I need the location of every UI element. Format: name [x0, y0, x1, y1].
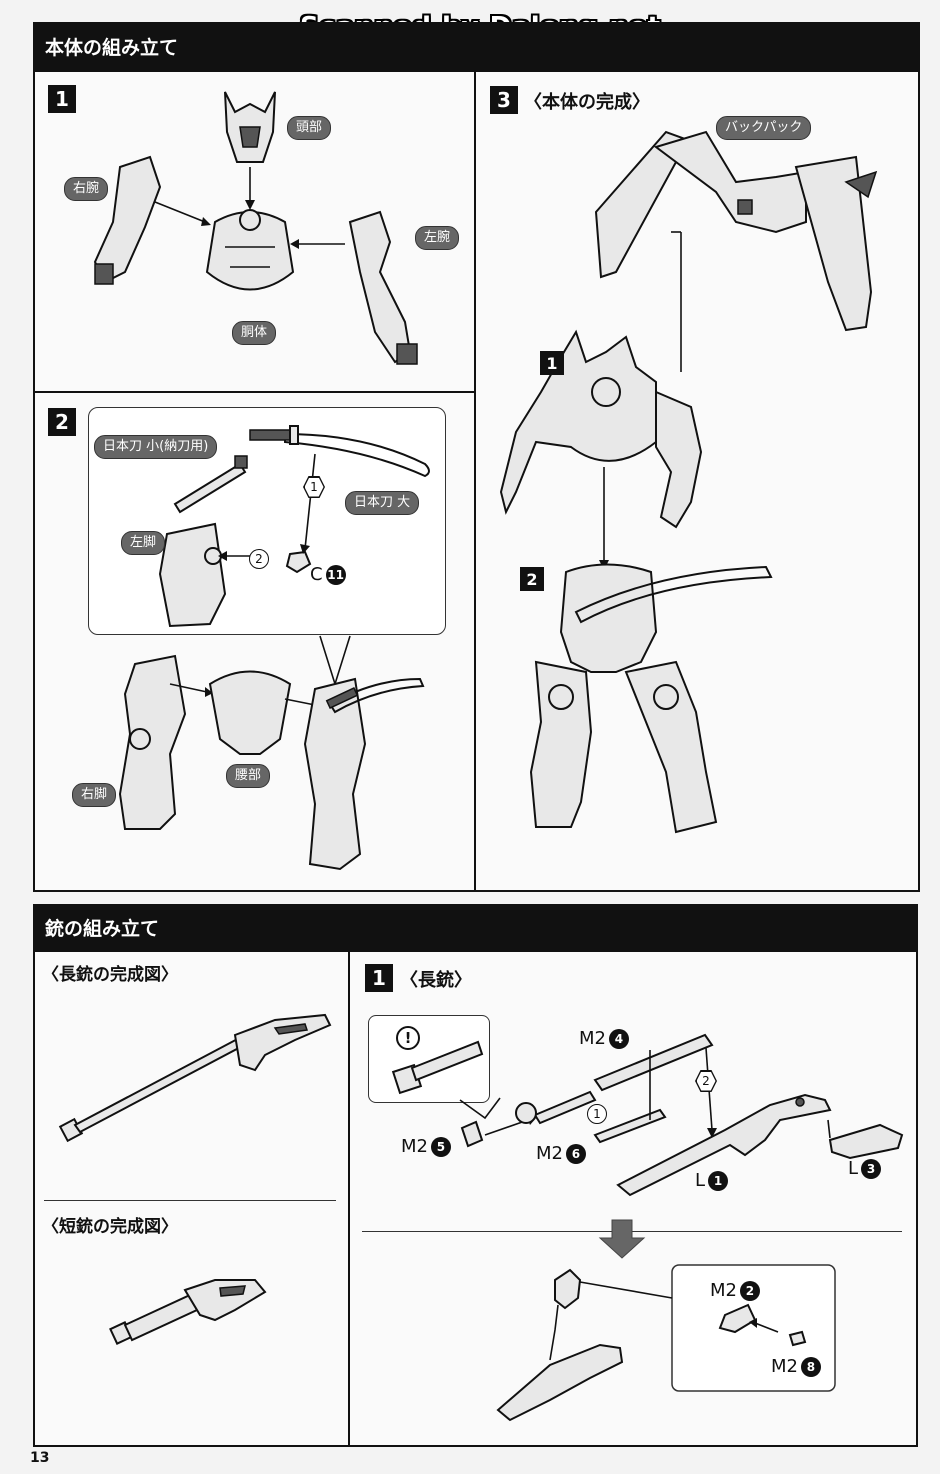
head-part: [224, 91, 276, 163]
lower-body-part: [529, 563, 773, 834]
upper-body-part: [499, 329, 703, 529]
gun-order-2: 2: [695, 1070, 717, 1092]
short-gun-complete-title: 〈短銃の完成図〉: [42, 1217, 178, 1237]
step-2-number: 2: [48, 408, 76, 436]
step2-order-1: 1: [303, 476, 325, 498]
gun-left-divider: [44, 1200, 336, 1201]
waist-part: [208, 670, 292, 755]
gun-complete-diagram: [58, 1013, 332, 1345]
torso-part: [205, 209, 295, 291]
body-assembly-title: 本体の組み立て: [45, 36, 179, 59]
backpack-part: [594, 130, 878, 332]
divider-horizontal: [33, 391, 475, 393]
gun-step-1-number: 1: [365, 964, 393, 992]
right-leg-part: [118, 654, 187, 830]
label-backpack: バックパック: [716, 116, 812, 140]
gun-order-1: 1: [587, 1104, 607, 1124]
leg-with-katanas-part: [303, 677, 425, 871]
body-assembly-header: 本体の組み立て: [33, 22, 920, 70]
step-1-number: 1: [48, 85, 76, 113]
label-right-arm: 右腕: [64, 177, 109, 201]
label-right-leg: 右脚: [72, 783, 117, 807]
label-left-leg: 左脚: [121, 531, 166, 555]
short-gun-illustration: [109, 1279, 267, 1345]
step3-marker-1: 1: [540, 351, 564, 375]
label-head: 頭部: [287, 116, 332, 140]
gun-step-1-title: 〈長銃〉: [400, 970, 472, 991]
right-arm-part: [93, 155, 162, 285]
step2-diagram: [118, 425, 430, 871]
step2-order-2: 2: [249, 549, 269, 569]
long-gun-illustration: [58, 1013, 332, 1143]
step3-diagram: [499, 130, 878, 834]
gun-assembly-header: 銃の組み立て: [33, 904, 918, 950]
left-arm-part: [348, 210, 418, 365]
gun-assembly-title: 銃の組み立て: [45, 917, 160, 940]
page-number: 13: [30, 1450, 50, 1466]
divider-vertical: [474, 70, 476, 892]
small-katana-part: [173, 455, 248, 514]
step1-diagram: [93, 91, 418, 365]
gun-divider-vertical: [348, 950, 350, 1447]
step-3-title: 〈本体の完成〉: [524, 92, 650, 113]
label-large-katana: 日本刀 大: [345, 491, 420, 515]
long-gun-assembly-diagram: [391, 1033, 904, 1422]
label-left-arm: 左腕: [415, 226, 460, 250]
exclamation-icon: !: [396, 1026, 420, 1050]
long-gun-complete-title: 〈長銃の完成図〉: [42, 965, 178, 985]
left-leg-part: [158, 522, 227, 628]
step3-marker-2: 2: [520, 567, 544, 591]
step-3-number: 3: [490, 86, 518, 114]
label-small-katana: 日本刀 小(納刀用): [94, 435, 218, 459]
label-torso: 胴体: [232, 321, 277, 345]
label-waist: 腰部: [226, 764, 271, 788]
large-katana-part: [249, 425, 430, 478]
